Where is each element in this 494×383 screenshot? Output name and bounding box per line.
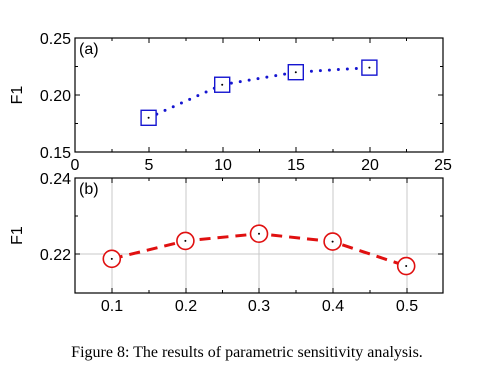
data-point-center-dot	[221, 83, 224, 86]
data-point-center-dot	[368, 66, 371, 69]
data-point-center-dot	[184, 239, 187, 242]
data-point-center-dot	[258, 232, 260, 235]
data-point-center-dot	[331, 240, 334, 243]
x-tick-label: 10	[214, 157, 232, 174]
x-tick-label: 0.5	[396, 298, 418, 315]
panel-label: (a)	[79, 41, 99, 58]
x-tick-label: 0	[71, 157, 80, 174]
panel-label: (b)	[79, 181, 99, 198]
x-tick-label: 0.3	[248, 298, 270, 315]
y-axis-label: F1	[9, 226, 26, 245]
plot-frame	[74, 37, 444, 153]
x-tick-label: 15	[287, 157, 305, 174]
data-point-center-dot	[294, 71, 297, 74]
y-tick-label: 0.15	[40, 145, 71, 162]
series-line	[147, 66, 371, 120]
figure-caption: Figure 8: The results of parametric sens…	[71, 344, 423, 361]
x-tick-label: 25	[434, 157, 452, 174]
x-tick-label: 0.2	[175, 298, 197, 315]
x-tick-label: 5	[145, 157, 154, 174]
data-point-center-dot	[405, 265, 408, 268]
y-axis-label: F1	[9, 86, 26, 105]
y-tick-label: 0.20	[40, 88, 71, 105]
y-tick-label: 0.22	[40, 247, 71, 264]
x-tick-label: 20	[361, 157, 379, 174]
data-point-center-dot	[147, 116, 150, 119]
x-tick-label: 0.1	[101, 298, 123, 315]
x-tick-label: 0.4	[322, 298, 344, 315]
y-tick-label: 0.25	[40, 31, 71, 48]
data-point-center-dot	[110, 257, 113, 260]
y-tick-label: 0.24	[40, 171, 71, 188]
